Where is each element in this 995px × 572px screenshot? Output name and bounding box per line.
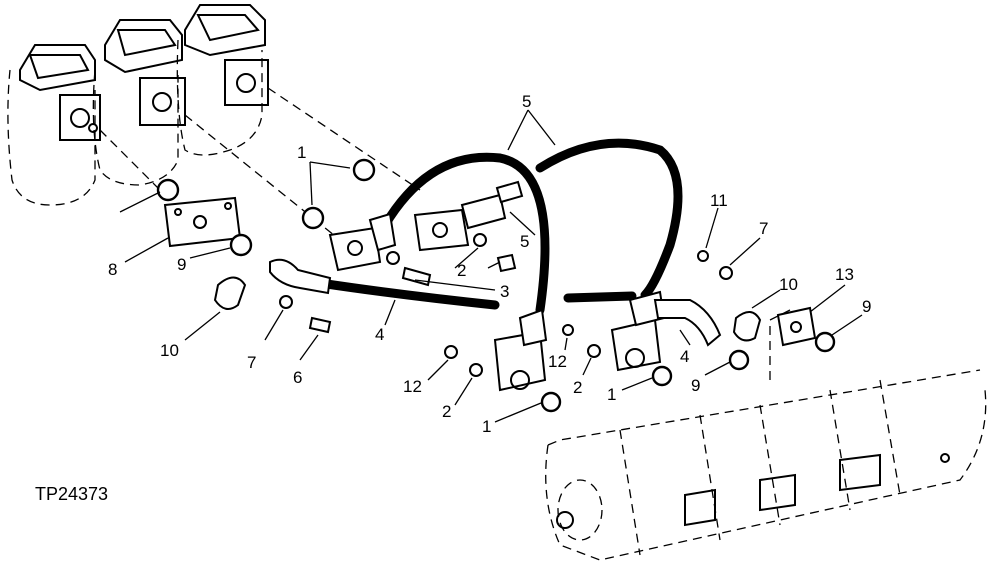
o-ring [728, 349, 750, 371]
callout-6: 6 [293, 368, 302, 387]
callout-3: 3 [500, 282, 509, 301]
split-flange-left [213, 276, 247, 310]
control-valve-stack [7, 4, 421, 241]
callout-1: 1 [297, 143, 306, 162]
callout-10: 10 [160, 341, 179, 360]
callout-11: 11 [710, 191, 728, 210]
o-ring [301, 206, 325, 230]
o-ring [229, 233, 253, 257]
o-ring [651, 365, 673, 387]
callout-5: 5 [522, 92, 531, 111]
callout-9: 9 [177, 255, 186, 274]
hose-5-right [535, 138, 683, 300]
callout-8: 8 [108, 260, 117, 279]
callout-10: 10 [779, 275, 798, 294]
hose-4-left [315, 278, 500, 310]
hose-assemblies [315, 138, 683, 315]
split-flange-right [732, 311, 762, 342]
callout-12: 12 [548, 352, 567, 371]
o-ring [156, 178, 180, 202]
callout-2: 2 [457, 261, 466, 280]
callout-5: 5 [520, 232, 529, 251]
callout-2: 2 [573, 378, 582, 397]
callout-9: 9 [862, 297, 871, 316]
hose-5-left [380, 152, 550, 315]
callout-2: 2 [442, 402, 451, 421]
o-ring [814, 331, 836, 353]
callout-1: 1 [607, 385, 616, 404]
o-ring [352, 158, 376, 182]
fittings [163, 180, 817, 392]
callout-13: 13 [835, 265, 854, 284]
callout-7: 7 [759, 219, 768, 238]
o-ring [540, 391, 562, 413]
bolts-and-washers [279, 233, 733, 377]
callout-4: 4 [375, 325, 384, 344]
cover-plate [776, 306, 817, 347]
hydraulic-pump-assembly [545, 309, 987, 561]
callout-7: 7 [247, 353, 256, 372]
callout-12: 12 [403, 377, 422, 396]
leader-lines [119, 109, 863, 423]
callout-9: 9 [691, 376, 700, 395]
o-rings [156, 158, 836, 413]
callout-1: 1 [482, 417, 491, 436]
callout-4: 4 [680, 347, 689, 366]
callout-labels: 1 5 5 2 3 4 8 9 10 7 6 12 2 1 12 2 1 4 9… [108, 92, 871, 436]
figure-code: TP24373 [35, 484, 108, 504]
hose-4-right [563, 291, 637, 303]
blocking-plate [163, 196, 242, 248]
